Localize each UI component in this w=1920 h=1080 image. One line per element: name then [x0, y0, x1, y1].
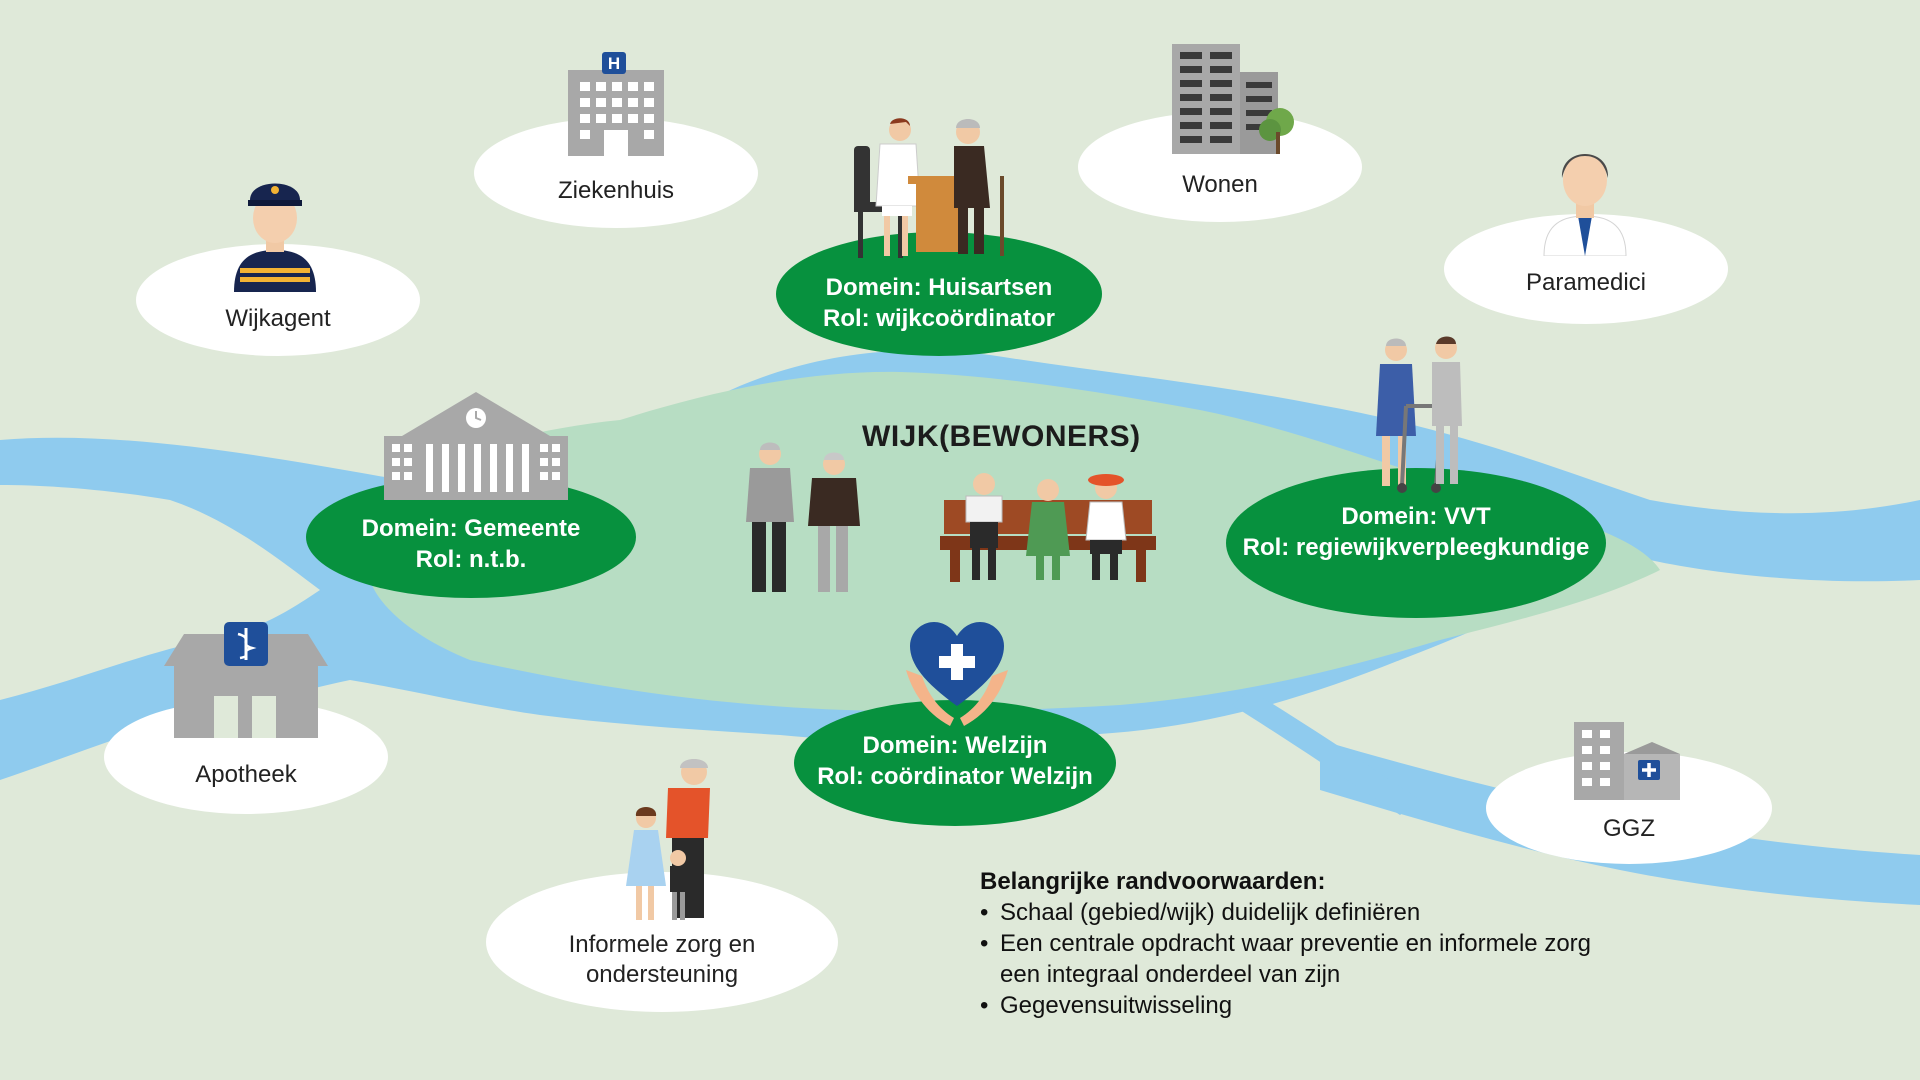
node-wijkagent-label: Wijkagent [225, 305, 331, 332]
nurse-with-walker-icon [1376, 336, 1462, 493]
domain-huisartsen-line1: Domein: Huisartsen [825, 274, 1053, 301]
domain-vvt-line1: Domein: VVT [1341, 503, 1491, 530]
hospital-building-icon: H [568, 52, 664, 156]
heart-hands-icon [906, 622, 1008, 726]
domain-vvt-line2: Rol: regiewijkverpleegkundige [1242, 534, 1590, 561]
domain-gemeente-line2: Rol: n.t.b. [415, 546, 527, 573]
domain-welzijn-line2: Rol: coördinator Welzijn [817, 763, 1093, 790]
domain-gemeente: Domein: Gemeente Rol: n.t.b. [306, 476, 636, 598]
node-ziekenhuis-label: Ziekenhuis [557, 177, 675, 204]
police-officer-icon [234, 183, 316, 292]
domain-welzijn: Domein: Welzijn Rol: coördinator Welzijn [794, 700, 1116, 826]
conditions-item-1: Schaal (gebied/wijk) duidelijk definiëre… [980, 897, 1680, 928]
elderly-walking-icon [746, 442, 860, 592]
domain-huisartsen-line2: Rol: wijkcoördinator [822, 305, 1055, 332]
doctor-consultation-icon [854, 118, 1004, 258]
conditions-title: Belangrijke randvoorwaarden: [980, 868, 1326, 895]
conditions-list: Schaal (gebied/wijk) duidelijk definiëre… [980, 897, 1680, 1021]
node-informele-zorg-line2: ondersteuning [585, 961, 739, 988]
conditions-item-3: Gegevensuitwisseling [980, 990, 1680, 1021]
hospital-letter: H [608, 54, 620, 73]
conditions-item-2: Een centrale opdracht waar preventie en … [980, 928, 1680, 959]
apartment-buildings-icon [1172, 44, 1294, 154]
node-ggz-label: GGZ [1603, 815, 1655, 842]
ggz-building-icon [1574, 722, 1680, 800]
node-informele-zorg: Informele zorg en ondersteuning [486, 872, 838, 1012]
domain-gemeente-line1: Domein: Gemeente [361, 515, 581, 542]
informal-care-family-icon [626, 759, 710, 920]
conditions-block: Belangrijke randvoorwaarden: Schaal (geb… [980, 866, 1680, 1021]
node-apotheek-label: Apotheek [195, 761, 297, 788]
node-informele-zorg-label: Informele zorg en ondersteuning [486, 930, 838, 990]
node-informele-zorg-line1: Informele zorg en [568, 931, 756, 958]
town-hall-icon [384, 392, 568, 500]
domain-vvt: Domein: VVT Rol: regiewijkverpleegkundig… [1226, 468, 1606, 618]
domain-welzijn-line1: Domein: Welzijn [862, 732, 1048, 759]
node-paramedici-label: Paramedici [1525, 269, 1647, 296]
domain-huisartsen: Domein: Huisartsen Rol: wijkcoördinator [776, 232, 1102, 356]
bench-residents-icon [940, 473, 1156, 582]
conditions-item-2-continued: een integraal onderdeel van zijn [1000, 961, 1341, 988]
center-title: WIJK(BEWONERS) [862, 420, 1141, 453]
paramedic-person-icon [1543, 154, 1627, 256]
pharmacy-building-icon [164, 622, 328, 738]
node-wonen-label: Wonen [1182, 171, 1258, 198]
